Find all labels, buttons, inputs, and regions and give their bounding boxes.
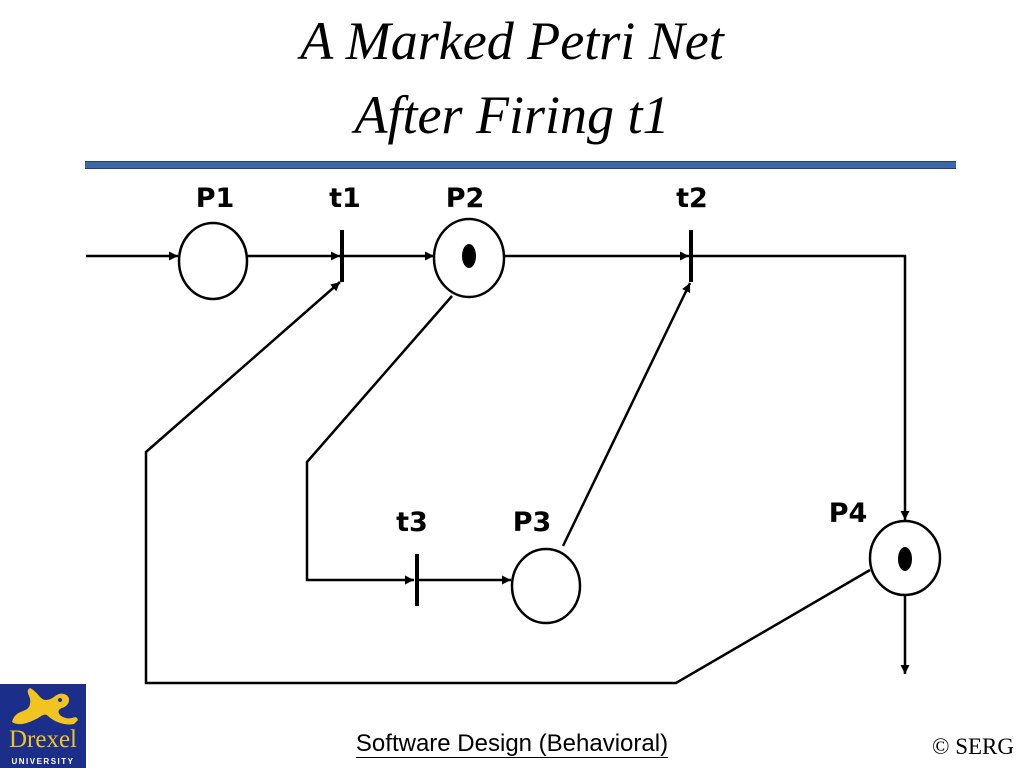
arc-p2-t3: [305, 295, 453, 585]
label-p4: P4: [829, 498, 868, 529]
token-p2: [462, 244, 476, 268]
arc-t2-p4: [692, 254, 910, 520]
arc-p3-t2: [561, 282, 692, 547]
label-t2: t2: [676, 183, 708, 214]
token-p4: [898, 547, 912, 571]
label-p1: P1: [196, 183, 235, 214]
footer-copyright: © SERG: [931, 734, 1014, 759]
label-t3: t3: [396, 507, 428, 538]
place-p3: [510, 547, 582, 625]
footer-course: Software Design (Behavioral): [0, 730, 1024, 758]
label-p3: P3: [513, 507, 552, 538]
dragon-emblem-icon: [12, 688, 78, 725]
label-p2: P2: [446, 183, 485, 214]
title-divider: [85, 161, 956, 169]
arc-p4-t1: [144, 281, 871, 685]
place-p1: [177, 221, 249, 301]
logo-subtitle: UNIVERSITY: [11, 757, 75, 766]
slide-title-line-1: A Marked Petri Net: [300, 11, 724, 71]
logo-wordmark: Drexel: [8, 726, 78, 753]
slide-title-line-2: After Firing t1: [354, 85, 670, 145]
label-t1: t1: [329, 183, 361, 214]
drexel-logo: Drexel UNIVERSITY: [0, 684, 86, 768]
footer-course-text: Software Design (Behavioral): [355, 730, 669, 758]
